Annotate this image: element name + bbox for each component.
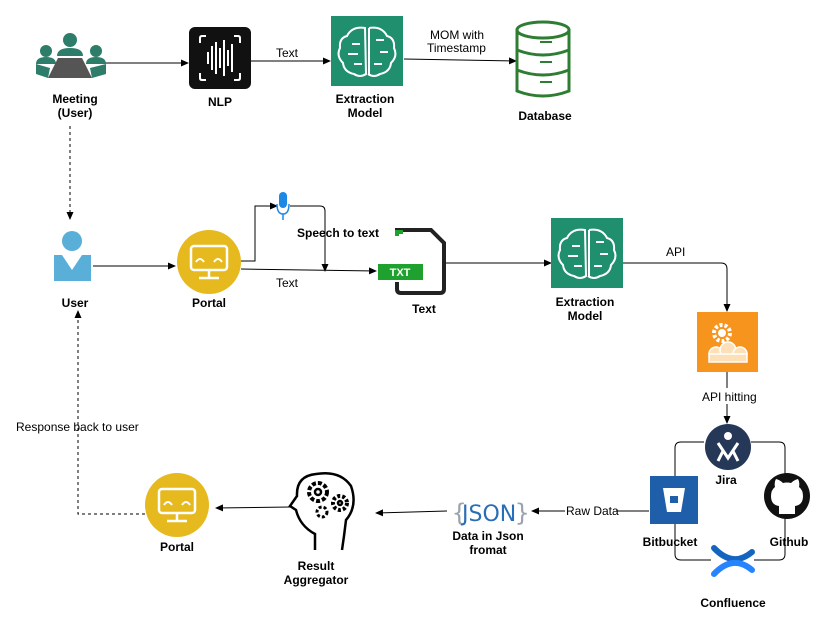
api-gear-cloud-icon	[697, 312, 758, 372]
node-portal-mid[interactable]: Portal	[177, 230, 241, 310]
edge-extraction-api	[622, 262, 731, 312]
jira-icon	[705, 424, 751, 470]
json-label-line1: Data in Json	[452, 529, 523, 543]
node-meeting[interactable]: Meeting (User)	[36, 33, 106, 120]
node-portal-bottom[interactable]: Portal	[145, 473, 209, 554]
json-icon: { JSON }	[452, 499, 529, 527]
extraction-top-label-line1: Extraction	[336, 92, 395, 106]
head-gears-icon	[288, 472, 355, 551]
user-icon	[54, 231, 91, 281]
node-nlp[interactable]: NLP	[189, 27, 251, 109]
edge-json-aggregator	[375, 509, 448, 517]
edge-label-text-mid: Text	[276, 276, 299, 290]
json-brace-left: {	[452, 499, 466, 527]
audio-waveform-icon	[189, 27, 251, 89]
node-speech[interactable]: Speech to text	[276, 192, 379, 240]
edge-portal-mic	[241, 202, 278, 262]
edge-portal-text	[240, 267, 377, 275]
bitbucket-icon	[650, 476, 698, 524]
jira-label: Jira	[715, 473, 737, 487]
edge-label-api: API	[666, 245, 685, 259]
edges: Text MOM with Timestamp Text API API hit…	[16, 28, 786, 561]
meeting-group-icon	[36, 33, 106, 78]
node-extraction-top[interactable]: Extraction Model	[331, 16, 403, 120]
github-icon	[764, 473, 810, 519]
edge-mic-text	[290, 205, 329, 272]
extraction-mid-label-line2: Model	[568, 309, 603, 323]
node-confluence[interactable]: Confluence	[700, 545, 766, 610]
edge-github-confluence	[754, 518, 786, 561]
edge-label-text-top: Text	[276, 46, 299, 60]
edge-bitbucket-confluence	[674, 524, 711, 561]
brain-circuit-icon	[551, 218, 623, 288]
json-brace-right: }	[515, 499, 529, 527]
edge-label-bg	[565, 504, 616, 518]
json-logo-text: JSON	[460, 502, 516, 527]
edge-aggregator-portal	[215, 504, 291, 512]
confluence-label: Confluence	[700, 596, 766, 610]
edge-label-bg	[700, 388, 756, 404]
node-jira[interactable]: Jira	[705, 424, 751, 487]
text-file-label: Text	[412, 302, 436, 316]
edge-jira-bitbucket	[674, 441, 704, 476]
database-label: Database	[518, 109, 572, 123]
portal-monitor-icon	[145, 473, 209, 537]
node-api-service[interactable]	[697, 312, 758, 372]
node-github[interactable]: Github	[764, 473, 810, 549]
node-json[interactable]: { JSON } Data in Json fromat	[452, 499, 529, 557]
extraction-top-label-line2: Model	[348, 106, 383, 120]
edge-label-response: Response back to user	[16, 420, 139, 434]
edge-label-raw-data: Raw Data	[566, 504, 619, 518]
confluence-icon	[711, 545, 755, 577]
node-bitbucket[interactable]: Bitbucket	[643, 476, 698, 549]
microphone-icon	[276, 192, 290, 220]
txt-file-icon: TXT	[378, 227, 446, 295]
aggregator-label-line1: Result	[298, 559, 335, 573]
brain-circuit-icon	[331, 16, 403, 86]
speech-label: Speech to text	[297, 226, 379, 240]
github-label: Github	[770, 535, 809, 549]
meeting-label-line1: Meeting	[52, 92, 97, 106]
node-user[interactable]: User	[54, 231, 91, 310]
portal-mid-label: Portal	[192, 296, 226, 310]
node-database[interactable]: Database	[515, 20, 572, 123]
nlp-label: NLP	[208, 95, 232, 109]
portal-monitor-icon	[177, 230, 241, 294]
aggregator-label-line2: Aggregator	[284, 573, 349, 587]
user-label: User	[62, 296, 89, 310]
edge-portal-user	[74, 310, 145, 515]
node-extraction-mid[interactable]: Extraction Model	[551, 218, 623, 323]
txt-badge: TXT	[390, 267, 411, 279]
extraction-mid-label-line1: Extraction	[556, 295, 615, 309]
database-icon	[515, 20, 571, 98]
meeting-label-line2: (User)	[58, 106, 93, 120]
node-aggregator[interactable]: Result Aggregator	[284, 472, 355, 587]
edge-label-timestamp: Timestamp	[427, 41, 486, 55]
node-text-file[interactable]: TXT Text	[378, 227, 446, 316]
bitbucket-label: Bitbucket	[643, 535, 698, 549]
edge-label-mom: MOM with	[430, 28, 484, 42]
json-label-line2: fromat	[469, 543, 506, 557]
edge-label-api-hitting: API hitting	[702, 390, 757, 404]
edge-jira-github	[751, 441, 786, 476]
portal-bottom-label: Portal	[160, 540, 194, 554]
edge-extraction-database	[403, 57, 517, 65]
